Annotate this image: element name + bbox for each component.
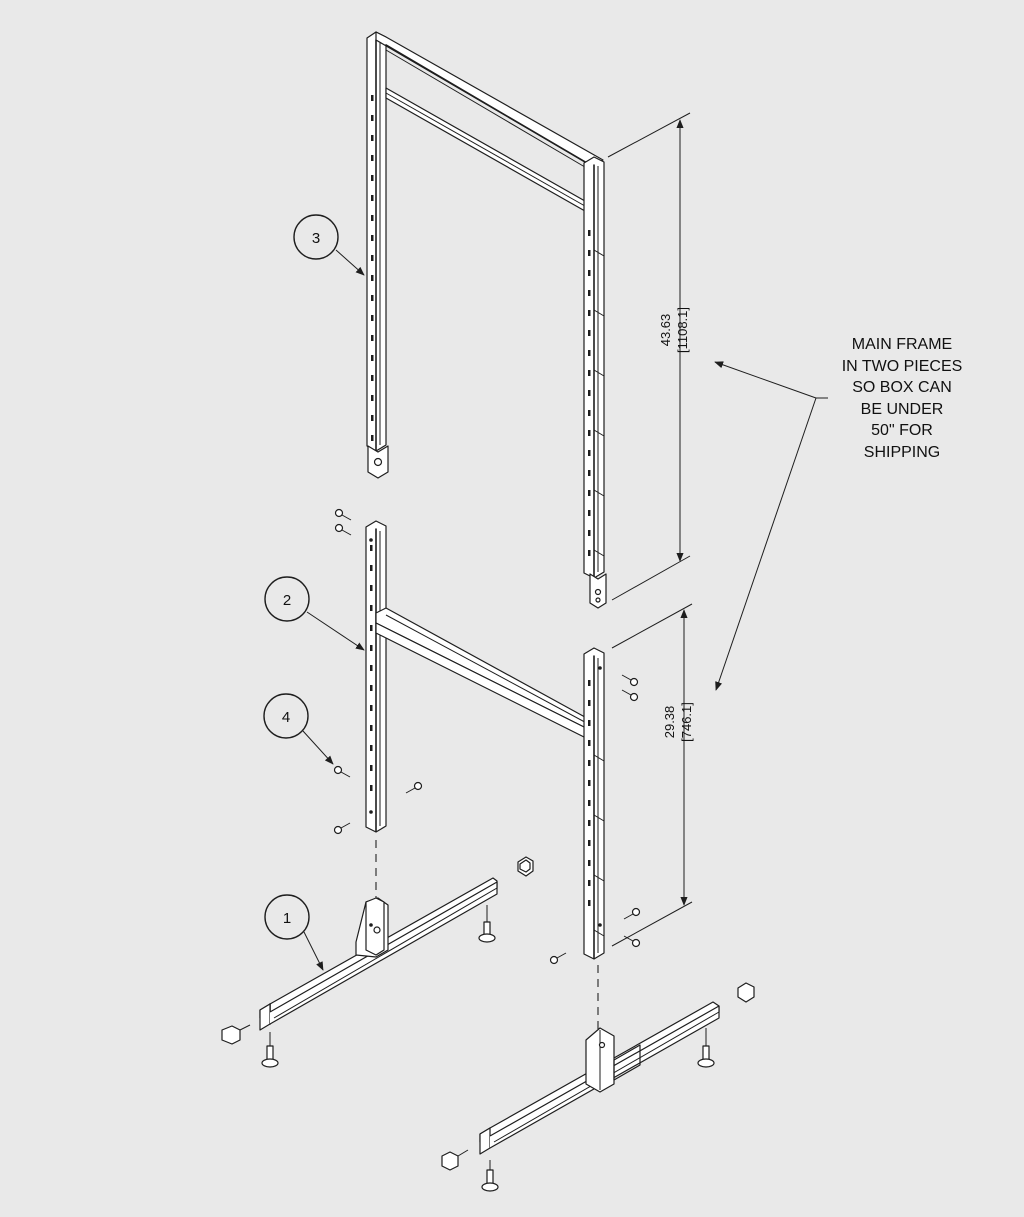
- lower-dimension-mm: [746.1]: [679, 702, 694, 742]
- note-line: SO BOX CAN: [852, 379, 952, 396]
- svg-text:1: 1: [283, 910, 291, 927]
- balloon-4: 4: [263, 693, 334, 765]
- svg-text:3: 3: [312, 230, 320, 247]
- upper-dimension-inches: 43.63: [658, 314, 673, 347]
- right-base: [441, 982, 755, 1192]
- note-line: IN TWO PIECES: [841, 357, 963, 375]
- screws-part-4: [333, 508, 641, 965]
- svg-text:4: 4: [282, 709, 290, 726]
- svg-text:2: 2: [283, 592, 291, 609]
- note-line: MAIN FRAME: [851, 336, 953, 353]
- note-line: SHIPPING: [863, 443, 941, 461]
- note-line: BE UNDER: [860, 400, 944, 418]
- upper-dimension-mm: [1108.1]: [675, 307, 690, 353]
- left-base-part-1: [221, 856, 534, 1068]
- note-leaders: [714, 361, 828, 691]
- lower-frame-part-2: [365, 520, 605, 960]
- lower-dimension-inches: 29.38: [662, 706, 677, 739]
- balloon-3: 3: [293, 214, 365, 276]
- dimension-upper: 43.63 [1108.1]: [607, 112, 691, 601]
- balloon-2: 2: [264, 576, 365, 651]
- note-line: 50" FOR: [871, 422, 933, 439]
- balloon-1: 1: [264, 894, 324, 971]
- dimension-lower: 29.38 [746.1]: [611, 603, 694, 947]
- upper-frame-part-3: [366, 31, 607, 609]
- shipping-note: MAIN FRAME IN TWO PIECES SO BOX CAN BE U…: [818, 334, 986, 463]
- alignment-lines: [375, 840, 599, 1030]
